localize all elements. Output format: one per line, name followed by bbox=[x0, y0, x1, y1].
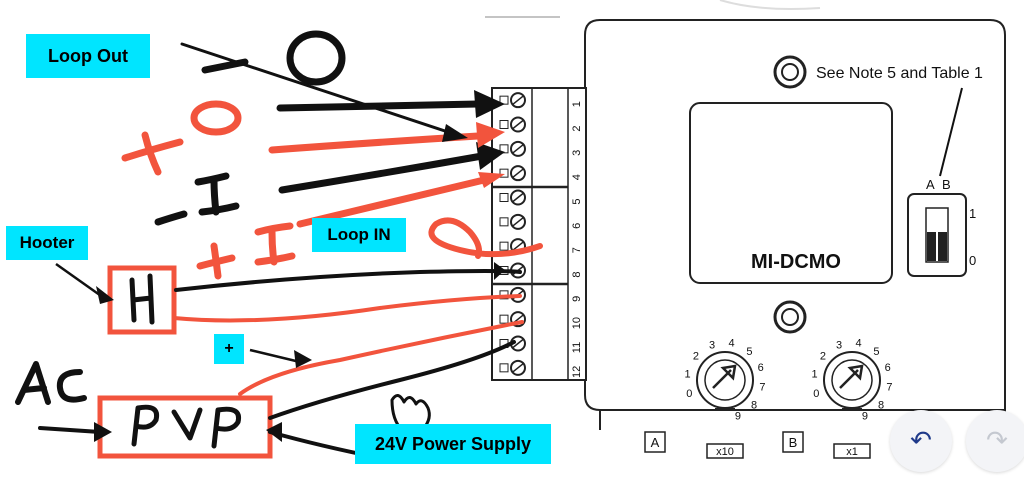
rotary-number: 1 bbox=[685, 368, 691, 380]
module-name: MI-DCMO bbox=[751, 251, 841, 273]
terminal-screw-slot bbox=[512, 119, 524, 130]
black-wires bbox=[38, 42, 522, 460]
terminal-clamp bbox=[499, 120, 509, 129]
terminal-screw-slot bbox=[512, 168, 524, 178]
rotary-caption: x1 bbox=[846, 446, 858, 458]
terminal-number: 8 bbox=[571, 271, 583, 277]
rotary-dial-x1: 0 123 456 789 x1 bbox=[812, 338, 892, 459]
rotary-number: 3 bbox=[836, 339, 842, 351]
terminal-screw-slot bbox=[512, 144, 524, 154]
rotary-number: 1 bbox=[812, 368, 818, 380]
rotary-number: 2 bbox=[693, 351, 699, 363]
rotary-caption-box bbox=[833, 443, 871, 459]
hooter-label: Hooter bbox=[6, 226, 88, 260]
terminal-clamp bbox=[499, 144, 509, 154]
terminal-screw-slot bbox=[512, 363, 524, 373]
rotary-number: 3 bbox=[709, 339, 715, 351]
psu-label: 24V Power Supply bbox=[355, 424, 551, 464]
terminal-clamp bbox=[499, 241, 509, 251]
undo-icon: ↶ bbox=[910, 426, 932, 456]
terminal-screw-slot bbox=[512, 217, 524, 227]
terminal-number: 9 bbox=[571, 296, 583, 302]
rotary-knob bbox=[831, 359, 873, 401]
rotary-number: 5 bbox=[873, 346, 879, 358]
terminal-number: 11 bbox=[571, 342, 583, 353]
terminal-number: 6 bbox=[571, 223, 583, 229]
terminal-screw-slot bbox=[512, 192, 524, 203]
terminal-number: 4 bbox=[571, 174, 583, 180]
terminal-number: 5 bbox=[571, 198, 583, 204]
rotary-number: 4 bbox=[856, 338, 862, 350]
switch-label-a: A bbox=[926, 177, 935, 192]
rotary-number: 6 bbox=[885, 362, 891, 374]
rotary-number: 2 bbox=[820, 351, 826, 363]
rotary-number: 9 bbox=[735, 411, 741, 423]
switch-pos-0: 0 bbox=[969, 253, 976, 268]
tab-b bbox=[782, 431, 804, 453]
rotary-number: 7 bbox=[886, 382, 892, 394]
redo-button[interactable]: ↷ bbox=[966, 410, 1024, 472]
terminal-clamp bbox=[499, 363, 509, 373]
plus-label: + bbox=[214, 334, 244, 364]
rotary-number: 7 bbox=[759, 382, 765, 394]
terminal-clamp bbox=[499, 217, 509, 227]
terminal-screw-slot bbox=[512, 95, 524, 105]
loop-in-label: Loop IN bbox=[312, 218, 406, 252]
rotary-caption: x10 bbox=[716, 446, 734, 458]
terminal-number: 3 bbox=[571, 150, 583, 156]
terminal-number: 2 bbox=[571, 125, 583, 131]
terminal-clamp bbox=[499, 168, 509, 178]
redo-icon: ↷ bbox=[986, 426, 1008, 456]
top-right-cap bbox=[719, 0, 821, 10]
undo-button[interactable]: ↶ bbox=[890, 410, 952, 472]
rotary-caption-box bbox=[706, 443, 744, 459]
tab-a-label: A bbox=[651, 435, 660, 450]
handwritten-marks bbox=[15, 30, 543, 432]
rotary-number: 5 bbox=[746, 346, 752, 358]
arrow-shafts bbox=[55, 262, 301, 364]
display-window bbox=[689, 102, 893, 284]
tab-b-label: B bbox=[789, 435, 798, 450]
tab-a bbox=[644, 431, 666, 453]
terminal-clamp bbox=[499, 193, 509, 202]
switch-pos-1: 1 bbox=[969, 206, 976, 221]
rotary-number: 0 bbox=[686, 388, 692, 400]
terminal-number: 1 bbox=[571, 101, 583, 107]
rotary-number: 9 bbox=[862, 411, 868, 423]
rotary-number: 0 bbox=[813, 388, 819, 400]
arrowheads bbox=[94, 90, 505, 442]
terminal-screw-slot bbox=[512, 241, 524, 251]
rotary-number: 8 bbox=[751, 399, 757, 411]
terminal-number: 7 bbox=[571, 247, 583, 253]
note-text: See Note 5 and Table 1 bbox=[816, 65, 983, 82]
rotary-knob bbox=[704, 359, 746, 401]
note-leader bbox=[939, 87, 963, 177]
rotary-dial-x10: 0 123 456 789 x10 bbox=[685, 338, 765, 459]
rotary-arrow bbox=[839, 364, 864, 389]
loop-out-label: Loop Out bbox=[26, 34, 150, 78]
terminal-block bbox=[491, 87, 587, 381]
rotary-arrow bbox=[712, 364, 737, 389]
hooter-h-glyph bbox=[129, 273, 155, 325]
terminal-clamp bbox=[499, 314, 509, 324]
switch-label-b: B bbox=[942, 177, 951, 192]
terminal-number: 12 bbox=[571, 366, 583, 378]
rotary-number: 8 bbox=[878, 399, 884, 411]
terminal-number: 10 bbox=[571, 317, 583, 329]
rotary-number: 4 bbox=[729, 338, 735, 350]
terminal-screw-slot bbox=[512, 338, 524, 349]
rotary-number: 6 bbox=[758, 362, 764, 374]
psu-pvp-glyph bbox=[131, 404, 242, 449]
